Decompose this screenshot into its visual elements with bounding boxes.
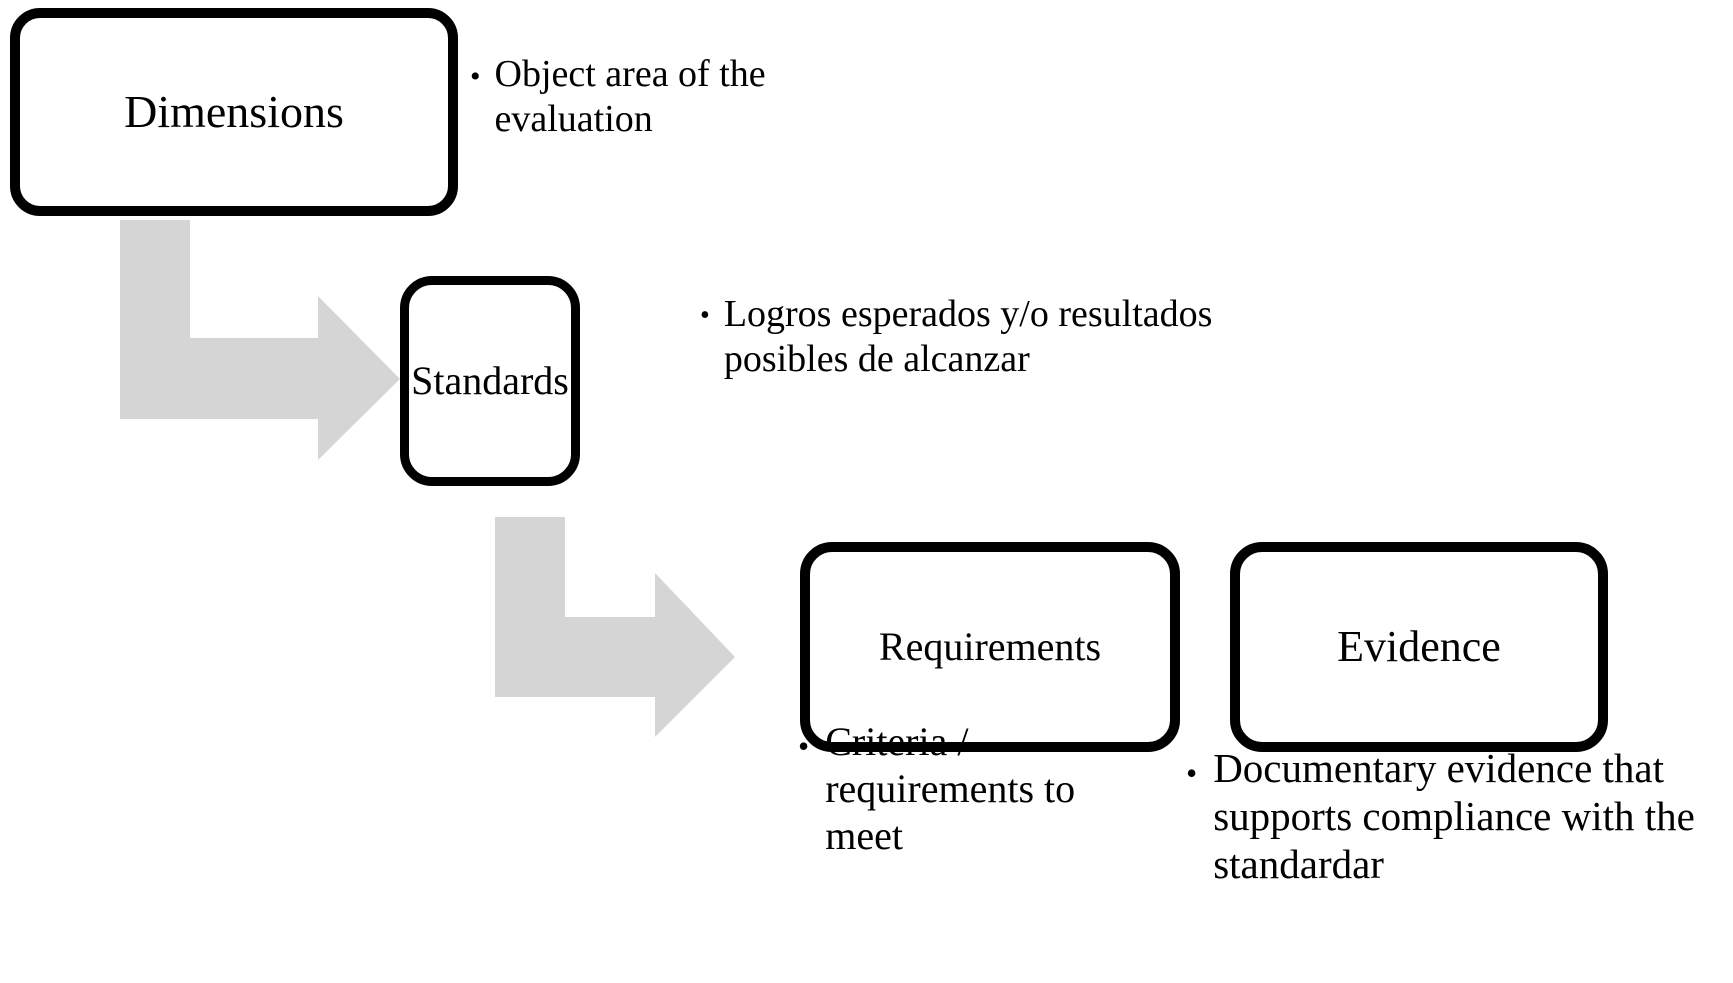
- bullet-point-icon: •: [470, 60, 481, 93]
- node-requirements-label: Requirements: [878, 624, 1102, 669]
- node-evidence[interactable]: Evidence: [1230, 542, 1608, 752]
- annotation-evidence-text: Documentary evidence that supports compl…: [1213, 745, 1695, 887]
- annotation-dimensions-text: Object area of the evaluation: [494, 53, 766, 140]
- annotation-requirements: • Criteria / requirements to meet: [798, 718, 1098, 860]
- node-evidence-label: Evidence: [1337, 621, 1501, 671]
- node-standards[interactable]: Standards: [400, 276, 580, 486]
- node-standards-label: Standards: [411, 358, 569, 403]
- annotation-standards-text: Logros esperados y/o resultados posibles…: [723, 293, 1213, 380]
- annotation-evidence: • Documentary evidence that supports com…: [1186, 745, 1733, 889]
- elbow-arrow-shape: [120, 220, 400, 460]
- connector-standards-to-requirements: [447, 465, 747, 740]
- bullet-point-icon: •: [798, 728, 810, 764]
- bullet-point-icon: •: [1186, 755, 1198, 791]
- node-requirements[interactable]: Requirements: [800, 542, 1180, 752]
- annotation-requirements-text: Criteria / requirements to meet: [825, 719, 1076, 859]
- elbow-arrow-shape: [495, 517, 735, 737]
- bullet-point-icon: •: [700, 300, 710, 331]
- node-dimensions[interactable]: Dimensions: [10, 8, 458, 216]
- node-dimensions-label: Dimensions: [124, 85, 344, 137]
- connector-dimensions-to-standards: [108, 220, 408, 465]
- annotation-dimensions: • Object area of the evaluation: [470, 52, 810, 142]
- annotation-standards: • Logros esperados y/o resultados posibl…: [700, 292, 1320, 382]
